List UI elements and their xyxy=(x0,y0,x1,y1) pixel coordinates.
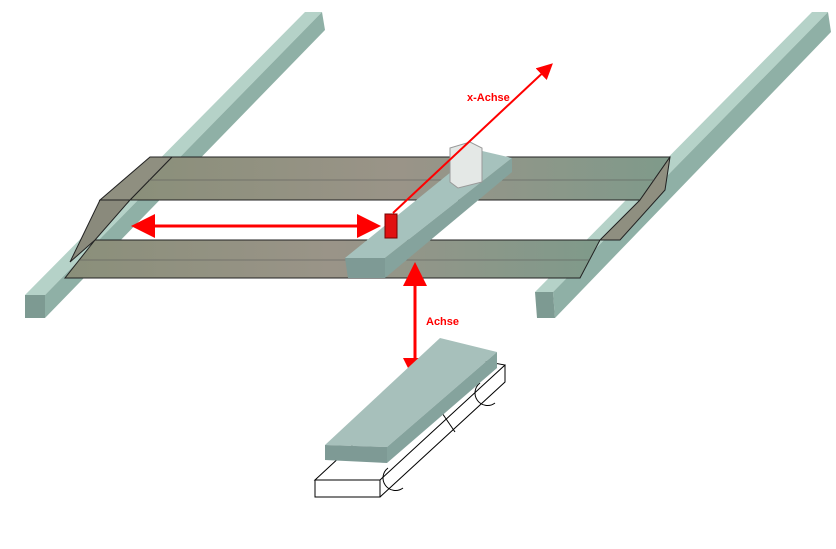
tool-block xyxy=(384,213,398,239)
x-axis-arrow xyxy=(392,63,553,214)
carriage xyxy=(449,141,483,189)
vertical-axis-label: Achse xyxy=(426,316,460,328)
workpiece-beam xyxy=(325,338,497,463)
frame xyxy=(63,156,671,279)
right-rail xyxy=(535,12,831,318)
x-axis-label: x-Achse xyxy=(467,92,510,104)
